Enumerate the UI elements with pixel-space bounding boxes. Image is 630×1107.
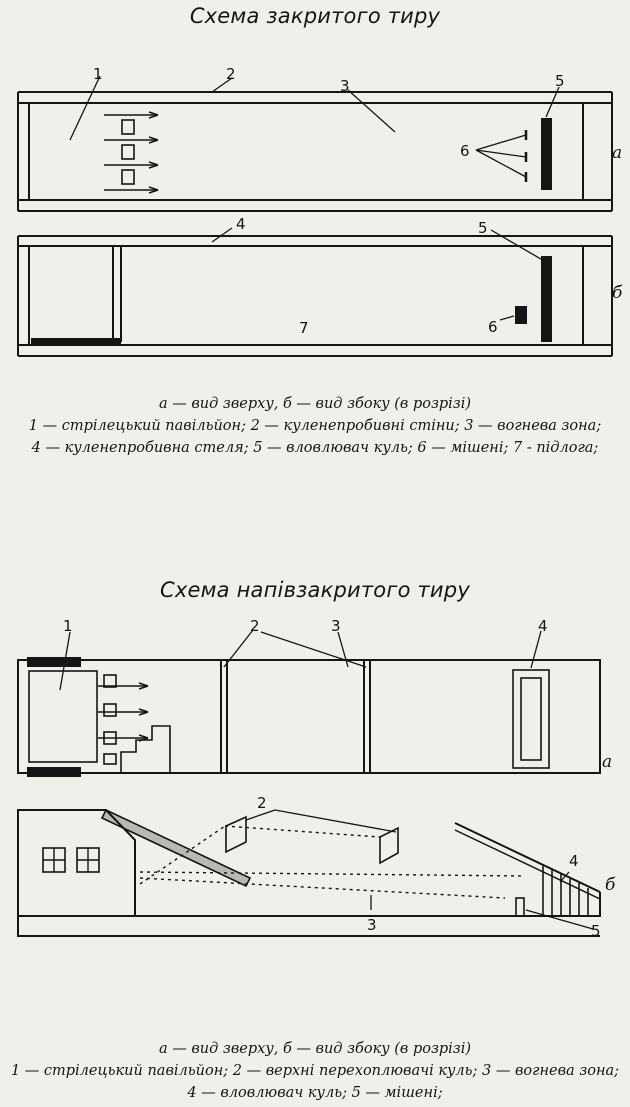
target-side [515,306,527,324]
closed-range-top-view [17,75,613,212]
bullet-trap [541,118,552,190]
subfigure-b-label: б [612,283,623,303]
caption-line-legend-2-semi: 4 — вловлювач куль; 5 — мішені; [187,1085,443,1101]
semi-closed-range-side-view [17,808,601,937]
semi-closed-range-title: Схема напівзакритого тиру [160,578,470,602]
interceptor-1 [225,815,247,854]
label-4-trap-side: 4 [569,852,579,870]
closed-range-side-view [17,227,613,357]
caption-line-views-semi: а — вид зверху, б — вид збоку (в розрізі… [158,1041,472,1057]
label-6-target-side: 6 [488,318,498,336]
booth-floor [31,338,121,345]
label-2-walls: 2 [226,65,236,83]
bullet-trap-side [541,256,552,342]
interceptor-2 [379,826,399,865]
caption-line-legend-2: 4 — куленепробивна стеля; 5 — вловлювач … [31,440,599,456]
label-4-ceiling: 4 [236,215,246,233]
caption-line-views: а — вид зверху, б — вид збоку (в розрізі… [158,396,472,412]
label-4-trap-semi: 4 [538,617,548,635]
semi-closed-range-caption: а — вид зверху, б — вид збоку (в розрізі… [0,1038,630,1104]
semi-closed-range-top-view [17,629,601,777]
label-2-interceptors-side: 2 [257,794,267,812]
label-2-interceptors: 2 [250,617,260,635]
label-1-booth: 1 [93,65,103,83]
label-1-booth-semi: 1 [63,617,73,635]
label-3-firing-zone-side: 3 [367,916,377,934]
firing-arrows [104,111,159,194]
label-3-firing-zone: 3 [340,77,350,95]
label-5-trap-side: 5 [478,219,488,237]
label-5-target-side: 5 [591,922,601,940]
subfigure-b-label-semi: б [605,875,616,895]
subfigure-a-label-semi: а [602,752,612,772]
bullet-trap-semi [512,669,550,769]
target-semi [515,897,525,917]
caption-line-legend-1-semi: 1 — стрілецький павільйон; 2 — верхні пе… [10,1063,620,1079]
closed-range-caption: а — вид зверху, б — вид збоку (в розрізі… [0,393,630,459]
label-5-bullet-trap: 5 [555,72,565,90]
label-6-targets: 6 [460,142,470,160]
caption-line-legend-1: 1 — стрілецький павільйон; 2 — куленепро… [28,418,602,434]
subfigure-a-label: а [612,143,622,163]
label-7-floor: 7 [299,319,309,337]
closed-range-title: Схема закритого тиру [189,4,441,28]
label-3-firing-zone-semi: 3 [331,617,341,635]
